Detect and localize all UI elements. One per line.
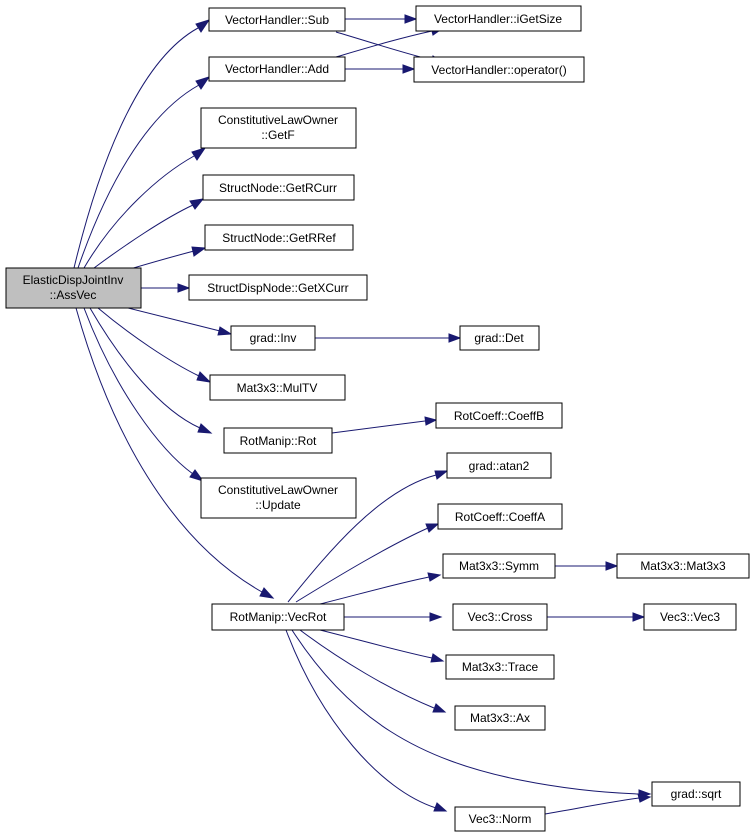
call-graph-edges: [73, 14, 652, 815]
edge-vecrot-to-mat3x3-ax: [299, 629, 447, 713]
node-constitutivelawowner-getf[interactable]: ConstitutiveLawOwner ::GetF: [200, 107, 357, 149]
edge-assvec-to-mat3x3-multv: [97, 307, 212, 383]
node-grad-inv[interactable]: grad::Inv: [230, 325, 316, 351]
node-label: RotManip::VecRot: [230, 610, 327, 624]
edge-assvec-to-structdispnode-getxcurr: [141, 283, 191, 293]
edge-assvec-to-constitutivelawowner-getf: [83, 147, 207, 269]
edge-vec3-cross-to-vec3-vec3: [547, 612, 646, 622]
edge-vecrot-to-mat3x3-symm: [319, 572, 442, 605]
node-label: StructNode::GetRCurr: [219, 181, 337, 195]
node-grad-sqrt[interactable]: grad::sqrt: [651, 781, 741, 807]
node-label: Vec3::Cross: [468, 610, 533, 624]
node-label: grad::sqrt: [671, 787, 722, 801]
node-structnode-getrref[interactable]: StructNode::GetRRef: [204, 224, 354, 251]
node-mat3x3-ax[interactable]: Mat3x3::Ax: [454, 705, 546, 731]
edge-assvec-to-constitutivelawowner-update: [83, 307, 205, 482]
node-grad-atan2[interactable]: grad::atan2: [446, 452, 552, 479]
edge-assvec-to-rotmanip-rot: [89, 307, 213, 434]
node-rotcoeff-coeffa[interactable]: RotCoeff::CoeffA: [437, 503, 563, 530]
edge-vectorhandler-sub-to-igetsize: [345, 14, 418, 24]
node-grad-det[interactable]: grad::Det: [459, 325, 540, 351]
edge-rotmanip-rot-to-rotcoeff-coeffb: [331, 416, 438, 434]
node-label-line: ConstitutiveLawOwner: [218, 113, 338, 127]
node-label-line: ::GetF: [261, 128, 294, 142]
node-elasticdispjointinv-assvec[interactable]: ElasticDispJointInv ::AssVec: [5, 267, 142, 309]
node-rotmanip-rot[interactable]: RotManip::Rot: [223, 427, 333, 454]
node-vec3-cross[interactable]: Vec3::Cross: [452, 603, 548, 631]
node-mat3x3-multv[interactable]: Mat3x3::MulTV: [209, 374, 346, 401]
node-mat3x3-trace[interactable]: Mat3x3::Trace: [445, 654, 555, 680]
node-label: grad::Det: [474, 331, 524, 345]
node-label: VectorHandler::iGetSize: [434, 12, 562, 26]
node-vectorhandler-add[interactable]: VectorHandler::Add: [208, 56, 346, 82]
node-vectorhandler-operator[interactable]: VectorHandler::operator(): [413, 56, 585, 83]
node-label: VectorHandler::Add: [225, 62, 329, 76]
node-label: grad::atan2: [469, 459, 530, 473]
node-vectorhandler-igetsize[interactable]: VectorHandler::iGetSize: [415, 5, 582, 32]
node-label: Mat3x3::Trace: [462, 660, 539, 674]
node-label: Vec3::Vec3: [660, 610, 720, 624]
node-mat3x3-symm[interactable]: Mat3x3::Symm: [442, 553, 556, 579]
edge-grad-inv-to-grad-det: [315, 333, 462, 343]
edge-vecrot-to-vec3-norm: [285, 629, 448, 812]
node-vec3-vec3[interactable]: Vec3::Vec3: [643, 603, 737, 631]
edge-vecrot-to-mat3x3-trace: [319, 629, 445, 663]
node-label: StructDispNode::GetXCurr: [207, 281, 348, 295]
edge-vecrot-to-rotcoeff-coeffa: [295, 523, 440, 603]
node-label: grad::Inv: [250, 331, 297, 345]
edge-assvec-to-vectorhandler-sub: [73, 19, 211, 269]
node-label: Mat3x3::Mat3x3: [640, 559, 726, 573]
node-label-line: ::Update: [255, 498, 301, 512]
edge-assvec-to-grad-inv: [119, 305, 233, 336]
node-constitutivelawowner-update[interactable]: ConstitutiveLawOwner ::Update: [200, 477, 357, 519]
node-label-line: ElasticDispJointInv: [23, 273, 124, 287]
node-label: RotCoeff::CoeffB: [454, 409, 544, 423]
edge-vectorhandler-add-to-operator: [345, 64, 416, 74]
edge-assvec-to-structnode-getrcurr: [93, 198, 205, 269]
edge-vecrot-to-grad-atan2: [287, 470, 449, 603]
node-label: Mat3x3::Ax: [470, 711, 530, 725]
node-label: Mat3x3::Symm: [459, 559, 539, 573]
edge-vecrot-to-vec3-cross: [344, 612, 443, 622]
node-rotmanip-vecrot[interactable]: RotManip::VecRot: [211, 603, 345, 631]
edge-assvec-to-vectorhandler-add: [77, 76, 211, 269]
node-label: RotManip::Rot: [240, 434, 317, 448]
node-label: StructNode::GetRRef: [222, 231, 336, 245]
node-label: Vec3::Norm: [469, 812, 532, 826]
node-label: VectorHandler::operator(): [431, 63, 566, 77]
node-vec3-norm[interactable]: Vec3::Norm: [454, 806, 546, 832]
node-mat3x3-mat3x3[interactable]: Mat3x3::Mat3x3: [616, 553, 750, 579]
node-rotcoeff-coeffb[interactable]: RotCoeff::CoeffB: [435, 402, 563, 429]
node-vectorhandler-sub[interactable]: VectorHandler::Sub: [208, 7, 346, 32]
call-graph-nodes: ElasticDispJointInv ::AssVec VectorHandl…: [5, 5, 750, 832]
edge-vec3-norm-to-grad-sqrt: [544, 793, 652, 815]
node-label-line: ConstitutiveLawOwner: [218, 483, 338, 497]
node-structnode-getrcurr[interactable]: StructNode::GetRCurr: [202, 174, 355, 201]
node-label: RotCoeff::CoeffA: [455, 510, 545, 524]
node-label: VectorHandler::Sub: [225, 13, 329, 27]
edge-mat3x3-symm-to-mat3x3-mat3x3: [555, 561, 619, 571]
node-label: Mat3x3::MulTV: [237, 381, 318, 395]
edge-assvec-to-rotmanip-vecrot: [75, 307, 275, 599]
node-structdispnode-getxcurr[interactable]: StructDispNode::GetXCurr: [188, 274, 368, 301]
node-label-line: ::AssVec: [50, 288, 97, 302]
